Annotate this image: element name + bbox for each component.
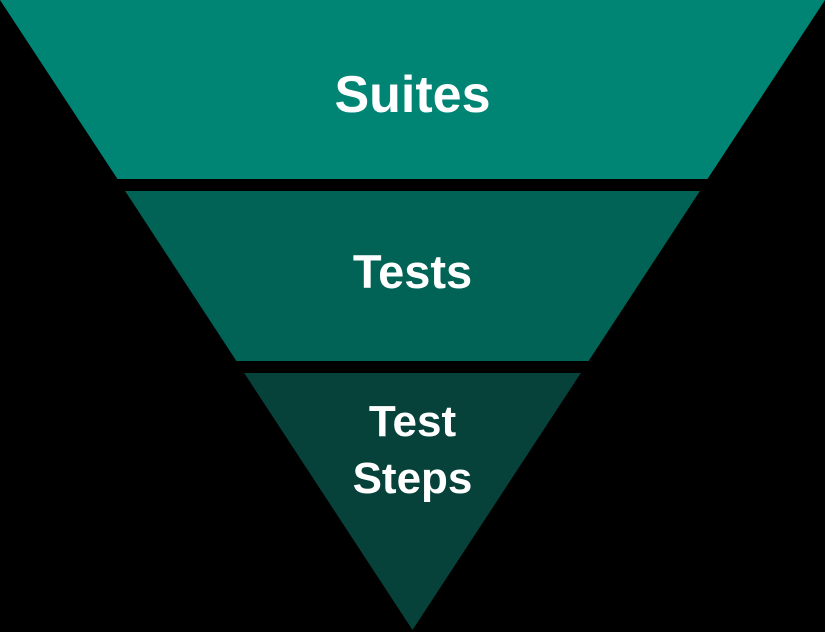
pyramid-level-suites xyxy=(0,0,825,179)
label-test-steps-line2: Steps xyxy=(353,454,473,503)
pyramid-level-tests xyxy=(125,191,700,361)
label-tests: Tests xyxy=(353,245,472,298)
pyramid-level-test-steps xyxy=(244,373,581,630)
label-test-steps-line1: Test xyxy=(369,397,457,446)
label-suites: Suites xyxy=(334,66,490,124)
